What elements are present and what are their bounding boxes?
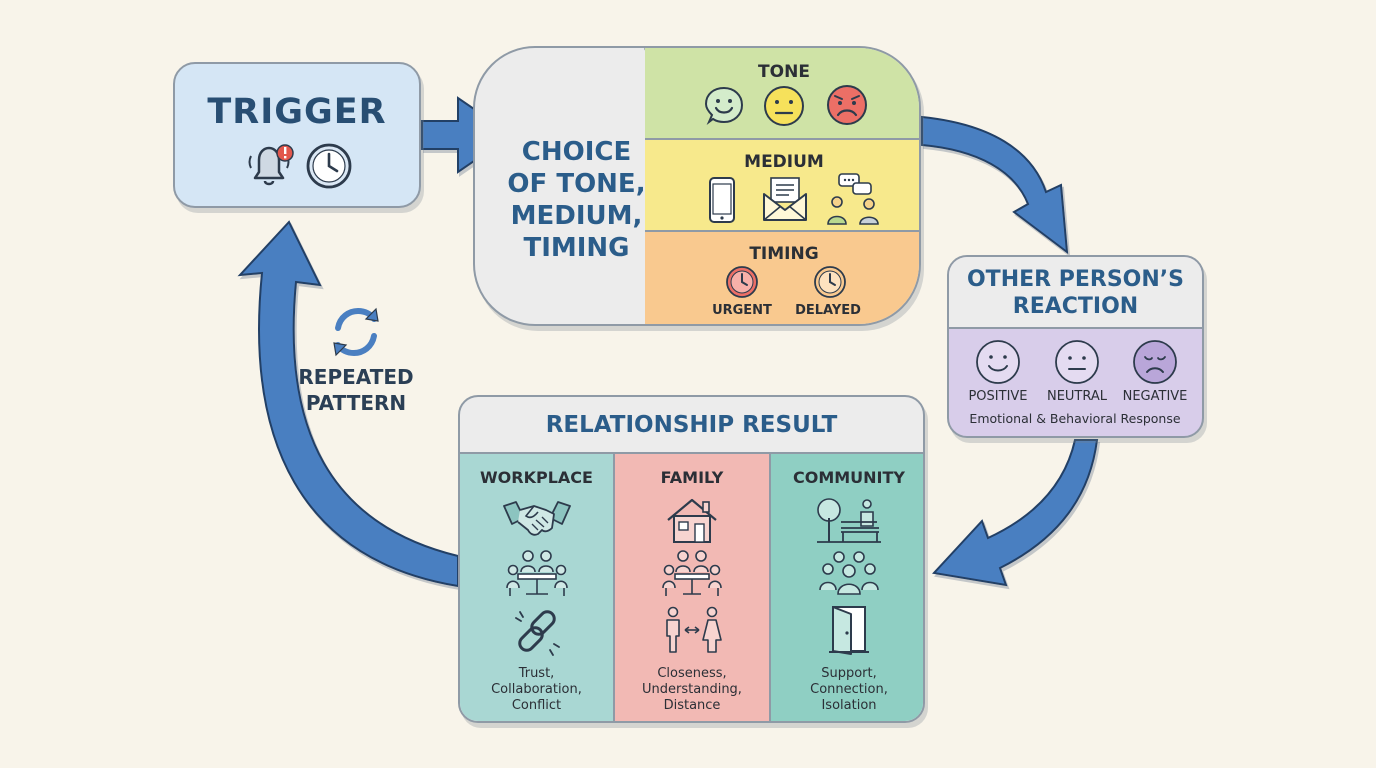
negative-face-icon	[1133, 340, 1177, 384]
workplace-desc-line: Trust,	[518, 666, 555, 681]
happy-face-icon	[704, 86, 744, 126]
timing-band: TIMING URGENT DELAYED	[645, 232, 919, 324]
relationship-result-box: RELATIONSHIP RESULT WORKPLACE	[458, 395, 925, 723]
neutral-face-icon	[1055, 340, 1099, 384]
bell-alert-icon	[248, 144, 294, 186]
community-desc-line: Support,	[821, 666, 877, 681]
reaction-title-line: REACTION	[1012, 294, 1139, 319]
community-desc-line: Isolation	[821, 698, 877, 713]
repeated-pattern-line: PATTERN	[305, 391, 407, 415]
chain-link-icon	[515, 610, 560, 656]
workplace-column: WORKPLACE	[460, 452, 615, 721]
handshake-icon	[503, 501, 571, 536]
tone-band: TONE	[645, 48, 919, 140]
reaction-header: OTHER PERSON’S REACTION	[949, 257, 1202, 329]
choice-label-line: OF TONE,	[507, 169, 646, 199]
workplace-desc-line: Collaboration,	[491, 682, 582, 697]
choice-label-line: MEDIUM,	[510, 201, 643, 231]
family-desc-line: Closeness,	[657, 666, 727, 681]
trigger-box: TRIGGER	[173, 62, 421, 208]
tone-title: TONE	[758, 62, 810, 82]
conversation-icon	[827, 173, 879, 225]
park-bench-icon	[817, 498, 881, 543]
arrow-loop-to-trigger	[237, 220, 459, 588]
timing-title: TIMING	[749, 244, 819, 264]
family-title: FAMILY	[660, 468, 724, 487]
reaction-box: OTHER PERSON’S REACTION POSITIVE NEUTRAL…	[947, 255, 1204, 438]
choice-label-line: TIMING	[523, 233, 630, 263]
choice-box: CHOICE OF TONE, MEDIUM, TIMING TONE	[473, 46, 921, 326]
phone-icon	[709, 177, 735, 223]
family-desc-line: Distance	[663, 698, 721, 713]
arrow-reaction-to-result	[932, 439, 1099, 587]
choice-label-line: CHOICE	[521, 137, 632, 167]
community-desc-line: Connection,	[810, 682, 888, 697]
repeated-pattern-label: REPEATED PATTERN	[288, 364, 424, 416]
house-icon	[667, 498, 717, 543]
workplace-description: Trust, Collaboration, Conflict	[460, 666, 613, 714]
community-column: COMMUNITY	[771, 452, 923, 721]
team-meeting-icon	[506, 550, 568, 596]
delayed-clock-icon	[814, 266, 846, 298]
family-dinner-icon	[662, 550, 722, 596]
urgent-clock-icon	[726, 266, 758, 298]
negative-label: NEGATIVE	[1122, 389, 1188, 404]
urgent-label: URGENT	[712, 303, 772, 318]
cycle-arrows-icon	[333, 307, 379, 357]
reaction-title: OTHER PERSON’S REACTION	[949, 266, 1202, 320]
family-column: FAMILY	[615, 452, 771, 721]
reaction-title-line: OTHER PERSON’S	[966, 267, 1184, 292]
medium-title: MEDIUM	[744, 152, 824, 172]
clock-icon	[306, 143, 352, 189]
choice-label: CHOICE OF TONE, MEDIUM, TIMING	[489, 136, 664, 264]
neutral-face-icon	[764, 86, 804, 126]
medium-band: MEDIUM	[645, 140, 919, 232]
workplace-title: WORKPLACE	[480, 468, 593, 487]
workplace-desc-line: Conflict	[511, 698, 562, 713]
family-description: Closeness, Understanding, Distance	[615, 666, 769, 714]
positive-label: POSITIVE	[968, 389, 1028, 404]
result-title: RELATIONSHIP RESULT	[545, 412, 838, 438]
delayed-label: DELAYED	[795, 303, 861, 318]
neutral-label: NEUTRAL	[1046, 389, 1108, 404]
community-title: COMMUNITY	[792, 468, 906, 487]
reaction-caption: Emotional & Behavioral Response	[969, 411, 1181, 426]
trigger-title: TRIGGER	[207, 92, 387, 132]
family-desc-line: Understanding,	[642, 682, 742, 697]
open-door-icon	[829, 606, 869, 655]
couple-distance-icon	[666, 606, 722, 653]
positive-face-icon	[976, 340, 1020, 384]
community-description: Support, Connection, Isolation	[771, 666, 923, 714]
sad-face-icon	[827, 85, 867, 125]
arrow-choice-to-reaction	[921, 115, 1069, 255]
repeated-pattern-line: REPEATED	[298, 365, 414, 389]
group-people-icon	[819, 551, 879, 595]
envelope-icon	[763, 177, 807, 221]
